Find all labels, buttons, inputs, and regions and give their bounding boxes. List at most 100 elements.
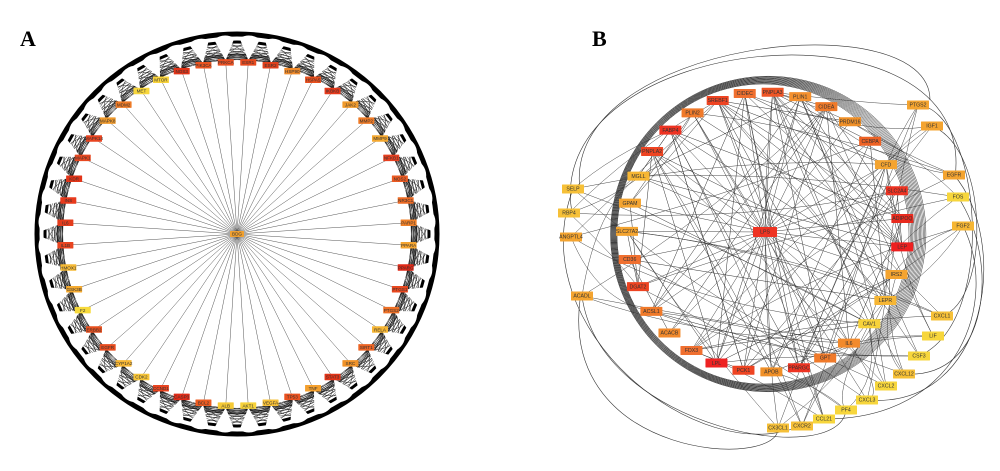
node-gpt: GPT [814, 353, 837, 363]
node-box [195, 62, 212, 69]
spoke-edge [764, 231, 826, 359]
node-egfr: EGFR [99, 344, 116, 351]
spoke-edge [236, 79, 314, 235]
spoke-edge [764, 96, 801, 233]
node-box [173, 393, 190, 401]
outer-edge [764, 92, 779, 429]
node-box [400, 241, 417, 249]
node-ccnd1: CCND1 [152, 385, 169, 392]
spoke-edge [764, 231, 870, 324]
node-wedge [56, 138, 81, 158]
spoke-edge [203, 233, 238, 403]
node-box [908, 351, 930, 361]
node-label: PLIN1 [793, 94, 808, 100]
node-label: CXCL12 [894, 372, 914, 378]
node-label: PCK1 [737, 368, 751, 374]
node-box [133, 373, 150, 381]
node-box [66, 175, 83, 182]
spoke-edge [764, 92, 773, 233]
spoke-edge [236, 233, 367, 348]
node-bcl2: BCL2 [195, 399, 212, 406]
outer-edge [572, 129, 671, 190]
chord-edge [717, 100, 887, 165]
spoke-edge [764, 231, 903, 248]
node-label: INS [64, 198, 72, 203]
node-box [874, 160, 897, 170]
node-box [57, 219, 74, 227]
ring-bundle [610, 75, 927, 393]
node-il6: IL6 [837, 338, 860, 348]
node-wedge [290, 398, 310, 424]
chord-edge [637, 151, 653, 287]
spoke-edge [236, 233, 409, 246]
spoke-edge [93, 233, 238, 330]
node-box [641, 146, 664, 156]
ring-bundle [614, 80, 916, 388]
chord-edge [772, 92, 826, 359]
node-box [658, 328, 681, 338]
node-il1b: IL1B [57, 241, 74, 249]
spoke-edge [236, 90, 333, 235]
spoke-edge [236, 233, 249, 406]
chord-edge [629, 202, 870, 324]
node-wedge [41, 185, 67, 206]
node-box [305, 385, 322, 392]
chord-edge [670, 130, 744, 371]
node-label: RELA [374, 327, 387, 332]
outer-node-cxcl2: CXCL2 [875, 381, 897, 391]
node-box [858, 319, 881, 329]
spoke-edge [669, 231, 766, 334]
node-label: FABP4 [662, 128, 678, 134]
outer-edge [799, 96, 920, 357]
spoke-edge [670, 129, 766, 233]
chord-edge [771, 342, 850, 373]
node-wedge [407, 262, 433, 283]
node-label: CYP1A2 [115, 361, 133, 366]
spoke-edge [236, 222, 409, 235]
node-wedge [83, 97, 107, 120]
node-label: PRDM16 [839, 119, 860, 125]
node-wedge [38, 236, 64, 258]
node-cfd: CFD [874, 160, 897, 170]
chord-edge [771, 141, 871, 372]
node-label: MTOR [154, 77, 168, 82]
chord-edge [691, 323, 870, 351]
node-wedge [265, 38, 286, 64]
outer-edge-band-inner [43, 40, 431, 428]
node-box [400, 219, 417, 227]
node-box [60, 197, 77, 204]
node-label: CFD [881, 162, 892, 168]
node-wedge [401, 161, 427, 181]
loop-edge [578, 299, 779, 450]
node-fdx3: FDX3 [680, 345, 703, 355]
node-box [856, 395, 878, 405]
outer-edge [772, 92, 905, 375]
spoke-edge [764, 106, 827, 233]
node-wedge [100, 364, 123, 388]
spoke-edge [123, 233, 238, 364]
node-box [893, 369, 915, 379]
outer-edge [651, 311, 920, 357]
outer-edge [581, 176, 639, 297]
node-label: CIDEA [818, 104, 834, 110]
spoke-edge [692, 112, 766, 233]
node-nos2: NOS2 [391, 175, 408, 182]
node-box [859, 136, 882, 146]
node-box [66, 286, 83, 293]
node-box [931, 311, 953, 321]
node-label: NR3C1 [398, 198, 414, 203]
spoke-edge [764, 190, 897, 233]
node-box [921, 121, 943, 131]
ring-bundle [611, 77, 924, 391]
node-label: STAT3 [326, 375, 340, 380]
chord-edge [629, 100, 718, 204]
chord-edge [651, 151, 772, 373]
node-label: LIF [929, 334, 937, 340]
node-box [60, 264, 77, 271]
node-il6: IL6 [57, 219, 74, 227]
spoke-edge [160, 233, 238, 389]
node-label: AKT1 [242, 403, 254, 408]
spoke-edge [716, 231, 766, 364]
node-box [706, 95, 729, 105]
